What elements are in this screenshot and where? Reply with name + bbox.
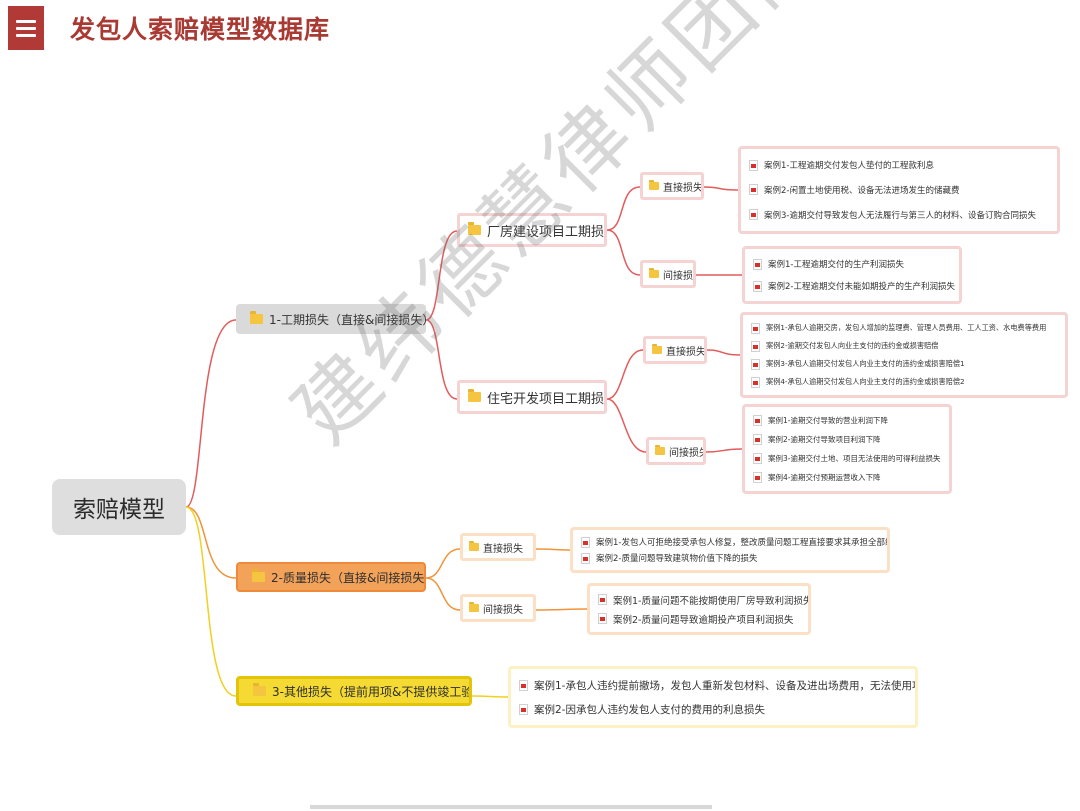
pdf-file-icon [519,703,528,715]
case-item[interactable]: 案例1-承包人逾期交房，发包人增加的监理费、管理人员费用、工人工资、水电费等费用 [751,322,1057,334]
case-list-factory-direct: 案例1-工程逾期交付发包人垫付的工程款利息 案例2-闲置土地使用税、设备无法进场… [738,146,1060,234]
branch-label: 1-工期损失（直接&间接损失） [269,312,426,327]
connector-root-branch2 [185,506,237,579]
pdf-file-icon [753,472,762,483]
case-list-other: 案例1-承包人违约提前撤场，发包人重新发包材料、设备及进出场费用，无法使用项目的… [508,666,918,728]
folder-icon [649,180,659,190]
node-label: 间接损失 [669,447,706,459]
branch-label: 3-其他损失（提前用项&不提供竣工验收材料） [272,684,469,699]
branch-schedule-loss[interactable]: 1-工期损失（直接&间接损失） [236,304,426,334]
node-housing-project[interactable]: 住宅开发项目工期损失 [457,380,607,414]
folder-icon [649,268,659,278]
case-item[interactable]: 案例3-承包人逾期交付发包人向业主支付的违约金或损害赔偿1 [751,358,1057,370]
node-label: 住宅开发项目工期损失 [487,391,607,407]
case-list-housing-direct: 案例1-承包人逾期交房，发包人增加的监理费、管理人员费用、工人工资、水电费等费用… [740,312,1068,398]
connector-factory-l3 [606,186,641,276]
branch-other-loss[interactable]: 3-其他损失（提前用项&不提供竣工验收材料） [236,676,472,706]
pdf-file-icon [581,552,590,564]
connector-b2-l3 [425,548,461,611]
pdf-file-icon [753,415,762,426]
pdf-file-icon [751,322,760,334]
node-label: 间接损失 [483,604,523,616]
case-item[interactable]: 案例2-质量问题导致建筑物价值下降的损失 [581,552,879,564]
branch-label: 2-质量损失（直接&间接损失） [271,570,426,585]
connector-b1-l2 [425,230,458,400]
pdf-file-icon [751,358,760,370]
pdf-file-icon [753,280,762,292]
node-label: 直接损失 [483,543,523,555]
pdf-file-icon [753,258,762,270]
node-factory-indirect[interactable]: 间接损失 [640,260,696,288]
folder-icon [250,311,263,324]
pdf-file-icon [598,594,607,605]
case-item[interactable]: 案例2-闲置土地使用税、设备无法进场发生的储藏费 [749,184,1049,196]
connector-b3-box [471,695,509,698]
node-label: 厂房建设项目工期损失 [487,224,607,240]
case-item[interactable]: 案例1-工程逾期交付发包人垫付的工程款利息 [749,159,1049,171]
connector-root-branch3 [185,506,237,697]
node-housing-direct[interactable]: 直接损失 [643,336,707,364]
node-factory-direct[interactable]: 直接损失 [640,172,704,200]
case-item[interactable]: 案例1-质量问题不能按期使用厂房导致利润损失 [598,593,808,607]
node-label: 间接损失 [663,270,693,282]
connector-b2-boxes [535,548,588,611]
connector-root-branch1 [185,319,237,508]
node-quality-indirect[interactable]: 间接损失 [460,594,536,622]
page-title: 发包人索赔模型数据库 [70,15,331,44]
pdf-file-icon [598,613,607,624]
case-item[interactable]: 案例1-承包人违约提前撤场，发包人重新发包材料、设备及进出场费用，无法使用项目的… [519,678,915,693]
pdf-file-icon [751,376,760,388]
pdf-file-icon [753,453,762,464]
node-housing-indirect[interactable]: 间接损失 [646,437,706,465]
case-item[interactable]: 案例1-工程逾期交付的生产利润损失 [753,258,951,270]
folder-icon [469,602,479,612]
pdf-file-icon [519,679,528,691]
case-item[interactable]: 案例1-逾期交付导致的营业利润下降 [753,415,941,426]
node-factory-project[interactable]: 厂房建设项目工期损失 [457,213,607,247]
case-item[interactable]: 案例2-逾期交付导致项目利润下降 [753,434,941,445]
node-label: 直接损失 [666,346,706,358]
case-list-quality-direct: 案例1-发包人可拒绝接受承包人修复，整改质量问题工程直接要求其承担全部维修费用 … [570,527,890,573]
pdf-file-icon [581,536,590,548]
case-item[interactable]: 案例3-逾期交付土地、项目无法使用的可得利益损失 [753,453,941,464]
case-item[interactable]: 案例1-发包人可拒绝接受承包人修复，整改质量问题工程直接要求其承担全部维修费用 [581,536,887,548]
pdf-file-icon [749,184,758,196]
case-item[interactable]: 案例2-质量问题导致逾期投产项目利润损失 [598,612,800,626]
connector-l3-boxes [695,186,743,453]
case-list-quality-indirect: 案例1-质量问题不能按期使用厂房导致利润损失 案例2-质量问题导致逾期投产项目利… [587,583,811,635]
folder-icon [652,344,662,354]
connector-housing-l3 [606,349,647,453]
case-item[interactable]: 案例4-逾期交付预期运营收入下降 [753,472,941,483]
folder-icon [252,569,265,582]
case-item[interactable]: 案例3-逾期交付导致发包人无法履行与第三人的材料、设备订购合同损失 [749,209,1049,221]
node-quality-direct[interactable]: 直接损失 [460,533,536,561]
folder-icon [253,683,266,696]
case-item[interactable]: 案例2-逾期交付发包人向业主支付的违约金或损害赔偿 [751,340,1057,352]
case-item[interactable]: 案例2-因承包人违约发包人支付的费用的利息损失 [519,702,907,717]
case-item[interactable]: 案例4-承包人逾期交付发包人向业主支付的违约金或损害赔偿2 [751,376,1057,388]
folder-icon [655,445,665,455]
case-list-factory-indirect: 案例1-工程逾期交付的生产利润损失 案例2-工程逾期交付未能如期投产的生产利润损… [742,246,962,304]
case-list-housing-indirect: 案例1-逾期交付导致的营业利润下降 案例2-逾期交付导致项目利润下降 案例3-逾… [742,404,952,494]
pdf-file-icon [749,209,758,221]
folder-icon [468,222,481,235]
pdf-file-icon [753,434,762,445]
folder-icon [469,541,479,551]
scroll-indicator [310,805,712,809]
hamburger-menu-icon[interactable] [8,6,44,50]
branch-quality-loss[interactable]: 2-质量损失（直接&间接损失） [236,562,426,592]
node-label: 直接损失 [663,182,703,194]
case-item[interactable]: 案例2-工程逾期交付未能如期投产的生产利润损失 [753,280,955,292]
folder-icon [468,389,481,402]
root-node[interactable]: 索赔模型 [52,479,186,535]
pdf-file-icon [751,340,760,352]
pdf-file-icon [749,159,758,171]
